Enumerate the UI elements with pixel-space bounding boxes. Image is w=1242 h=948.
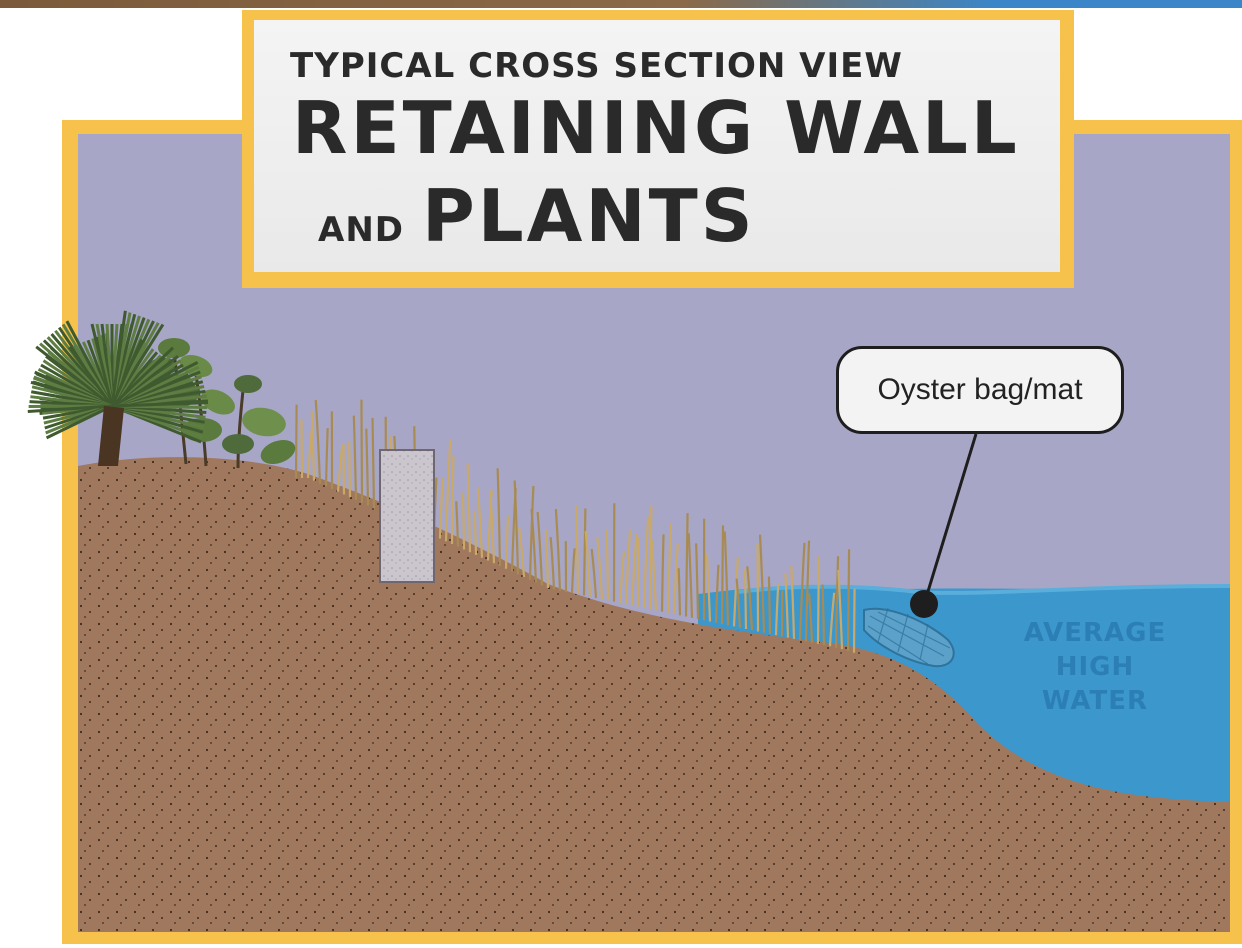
water-label-line1: AVERAGE — [1000, 616, 1190, 650]
grass-blade — [644, 517, 648, 608]
title-conjunction: AND — [318, 210, 404, 250]
grass-blade — [597, 537, 602, 599]
callout-leader-line — [926, 434, 976, 598]
grass-blade — [498, 468, 500, 566]
grass-blade — [668, 524, 671, 613]
grass-blade — [316, 400, 320, 483]
grass-blade — [468, 464, 470, 552]
grass-blade — [532, 509, 536, 583]
diagram-title-secondary: ANDPLANTS — [318, 180, 756, 252]
grass-blade — [452, 455, 453, 544]
grass-blade — [818, 556, 819, 643]
grass-blade — [440, 478, 443, 538]
grass-blade — [475, 511, 476, 555]
grass-blade — [326, 428, 328, 486]
grass-blade — [632, 534, 637, 606]
grass-blade — [366, 429, 368, 506]
grass-blade — [823, 585, 824, 646]
grass-blade — [538, 512, 542, 585]
grass-blade — [674, 543, 678, 614]
palm-trunk — [98, 406, 124, 466]
grass-blade — [689, 533, 692, 618]
grass-blade — [373, 418, 374, 508]
grass-blade — [848, 549, 849, 651]
grass-blade — [506, 515, 508, 568]
water-level-label: AVERAGE HIGH WATER — [1000, 616, 1190, 718]
callout-anchor-dot — [910, 590, 938, 618]
grass-blade — [446, 439, 450, 541]
grass-blade — [361, 400, 362, 503]
grass-blade — [301, 419, 302, 478]
title-plants: PLANTS — [422, 174, 756, 258]
grass-blade — [679, 568, 680, 615]
grass-blade — [551, 537, 554, 589]
grass-blade — [308, 429, 312, 478]
diagram-title-main: RETAINING WALL — [292, 92, 1020, 164]
palm-tree — [0, 256, 260, 496]
grass-blade — [586, 531, 590, 597]
grass-blade — [312, 412, 314, 481]
grass-blade — [584, 508, 585, 595]
grass-blade — [572, 548, 575, 593]
grass-blade — [556, 509, 560, 590]
water-label-line2: HIGH WATER — [1000, 650, 1190, 718]
grass-blade — [769, 577, 770, 634]
grass-blade — [490, 491, 494, 563]
grass-blade — [745, 570, 746, 629]
grass-blade — [696, 543, 698, 619]
grass-blade — [576, 506, 578, 594]
grass-blade — [662, 534, 664, 611]
diagram-subtitle: TYPICAL CROSS SECTION VIEW — [290, 46, 903, 86]
grass-blade — [343, 443, 344, 494]
retaining-wall — [380, 450, 434, 582]
grass-blade — [478, 487, 482, 557]
grass-blade — [650, 506, 651, 609]
grass-blade — [354, 416, 356, 500]
top-border-strip — [0, 0, 1242, 8]
grass-blade — [620, 552, 624, 603]
grass-blade — [338, 445, 342, 492]
grass-blade — [722, 526, 723, 624]
grass-blade — [854, 589, 855, 653]
grass-blade — [463, 493, 464, 550]
grass-blade — [349, 442, 350, 497]
grass-blade — [515, 480, 518, 574]
grass-blade — [686, 513, 688, 616]
grass-blade — [607, 530, 608, 600]
grass-blade — [592, 549, 596, 598]
grass-blade — [626, 530, 630, 604]
grass-blade — [652, 540, 656, 610]
oyster-bag-callout: Oyster bag/mat — [836, 346, 1124, 434]
grass-blade — [296, 405, 297, 478]
grass-blade — [546, 530, 548, 588]
